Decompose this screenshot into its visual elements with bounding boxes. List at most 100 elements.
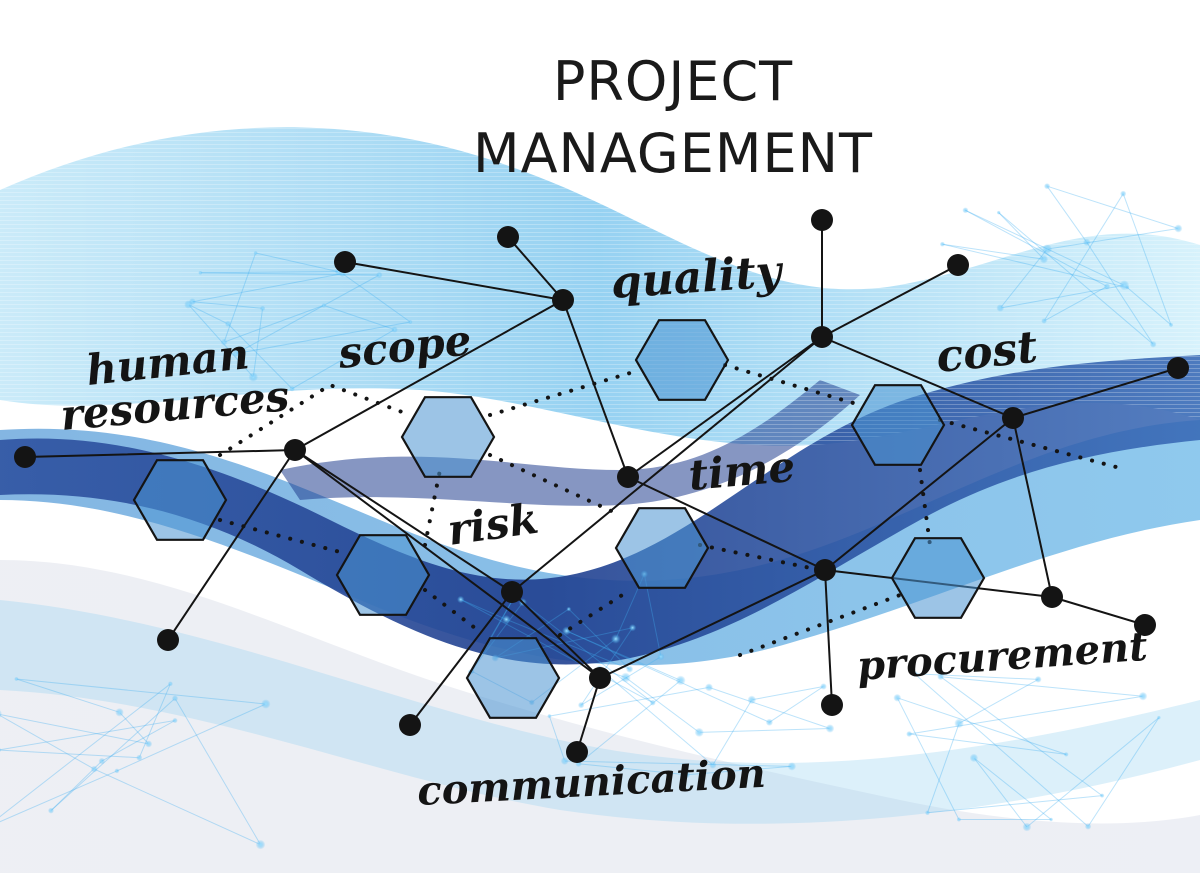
particle-dot <box>1174 224 1183 233</box>
particle-link <box>896 697 960 820</box>
particle-link <box>566 630 770 723</box>
particle-link <box>93 768 261 846</box>
particle-dot <box>1084 823 1092 830</box>
particle-dot <box>1120 190 1127 197</box>
particle-link <box>223 304 324 343</box>
particle-dot <box>1168 322 1174 328</box>
particle-link <box>580 627 634 706</box>
particle-dot <box>628 624 637 632</box>
particle-link <box>16 678 266 705</box>
dotted-line <box>738 593 902 657</box>
particle-link <box>927 795 1103 814</box>
hexagon-node <box>890 537 986 619</box>
particle-dot <box>996 210 1001 215</box>
particle-link <box>909 733 1067 755</box>
particle-link <box>342 273 411 323</box>
particle-link <box>751 686 824 701</box>
dotted-line <box>423 588 477 630</box>
particle-link <box>940 676 1103 797</box>
particle-link <box>548 715 566 762</box>
particle-dot <box>0 747 2 753</box>
node-dot <box>284 439 306 461</box>
particle-link <box>965 209 1108 287</box>
node-dot <box>552 289 574 311</box>
solid-line <box>821 336 1014 419</box>
hexagon-group <box>132 319 986 719</box>
particle-dot <box>255 839 266 850</box>
particle-dot <box>408 319 413 325</box>
particle-dot <box>1103 283 1111 290</box>
particle-dot <box>1149 341 1157 348</box>
wave-mid-blue <box>0 420 1200 666</box>
node-dot <box>497 226 519 248</box>
node-dot <box>1041 586 1063 608</box>
particle-link <box>1043 193 1124 322</box>
particle-link <box>16 678 120 713</box>
solid-line <box>294 449 513 593</box>
node-dot <box>589 667 611 689</box>
particle-link <box>1046 185 1088 243</box>
particle-dot <box>1044 183 1051 190</box>
dotted-connections <box>218 363 1122 657</box>
particle-link <box>958 678 1039 724</box>
dotted-line <box>918 468 932 547</box>
particle-link <box>1043 285 1108 322</box>
particle-link <box>712 699 753 766</box>
wave-sheen <box>0 127 1200 446</box>
particle-dot <box>675 675 686 686</box>
node-dot <box>821 694 843 716</box>
page-title: PROJECT MANAGEMENT <box>473 50 872 185</box>
particle-link <box>1087 717 1160 827</box>
label-cost: cost <box>934 322 1040 383</box>
particle-dot <box>787 762 797 771</box>
particle-link <box>0 713 149 745</box>
particle-dot <box>98 757 106 765</box>
dotted-line <box>423 468 442 547</box>
solid-line <box>562 299 629 478</box>
particle-dot <box>145 740 153 748</box>
particle-dot <box>825 724 835 733</box>
solid-line <box>821 264 959 338</box>
node-dot <box>947 254 969 276</box>
particle-link <box>255 252 339 273</box>
particle-link <box>223 252 257 343</box>
particle-dot <box>376 271 383 279</box>
particle-link <box>965 209 1125 286</box>
particle-dot <box>747 695 757 705</box>
node-dot <box>501 581 523 603</box>
particle-dot <box>14 676 19 682</box>
particle-dot <box>1049 817 1054 822</box>
label-time: time <box>687 442 797 500</box>
particle-dot <box>253 250 258 256</box>
particle-link <box>914 673 1089 827</box>
particle-dot <box>1063 752 1069 757</box>
particle-link <box>1126 287 1172 326</box>
particle-link <box>0 770 118 823</box>
particle-link <box>909 695 1144 735</box>
dotted-line <box>488 368 642 417</box>
solid-line <box>627 336 823 478</box>
particle-dot <box>172 717 178 724</box>
particle-link <box>973 757 1028 828</box>
particle-dot <box>114 768 120 774</box>
particle-dot <box>610 634 621 644</box>
label-procurement: procurement <box>855 623 1149 690</box>
particle-dot <box>893 693 902 702</box>
dotted-line <box>218 518 342 554</box>
particle-link <box>1000 284 1125 309</box>
particle-link <box>1086 242 1154 345</box>
wave-grey-lower <box>0 560 1200 873</box>
dotted-line <box>723 363 862 407</box>
particle-link <box>1046 185 1179 229</box>
particle-link <box>101 720 176 762</box>
particle-dot <box>225 320 231 327</box>
particle-link <box>914 673 1039 680</box>
particle-link <box>235 274 380 355</box>
particle-dot <box>969 753 979 763</box>
particle-link <box>235 321 411 355</box>
node-dot <box>334 251 356 273</box>
particle-dot <box>1138 691 1148 701</box>
particle-link <box>116 703 267 772</box>
